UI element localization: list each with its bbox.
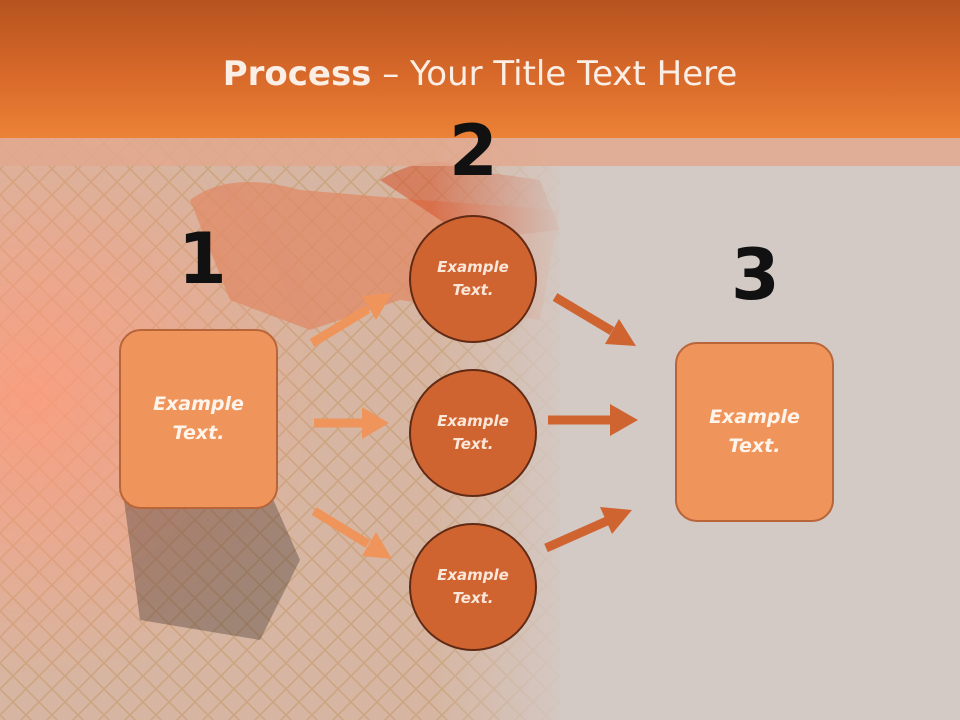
title-rest: – Your Title Text Here — [371, 54, 738, 94]
circle-top-line1: Example — [437, 258, 509, 276]
slide-title: Process – Your Title Text Here — [0, 52, 960, 96]
header-band — [0, 138, 960, 166]
title-bar — [0, 0, 960, 138]
arrow-left-to-top — [309, 293, 392, 347]
step-number-1: 1 — [178, 218, 227, 300]
circle-bottom-line1: Example — [437, 566, 509, 584]
arrow-left-to-bottom — [311, 507, 392, 559]
left-box-line1: Example — [153, 393, 244, 415]
arrow-bottom-to-right — [544, 507, 632, 553]
arrow-top-to-right — [552, 293, 636, 346]
title-bold: Process — [222, 54, 372, 94]
circle-middle-line2: Text. — [452, 435, 494, 453]
arrow-middle-to-right — [548, 404, 638, 436]
circle-top-line2: Text. — [452, 281, 494, 299]
right-box-line1: Example — [709, 406, 800, 428]
left-box-line2: Text. — [172, 422, 225, 444]
step-number-2: 2 — [449, 110, 498, 192]
circle-bottom-line2: Text. — [452, 589, 494, 607]
right-box-line2: Text. — [728, 435, 781, 457]
arrow-left-to-middle — [314, 407, 389, 439]
circle-middle-line1: Example — [437, 412, 509, 430]
step-number-3: 3 — [731, 234, 780, 316]
